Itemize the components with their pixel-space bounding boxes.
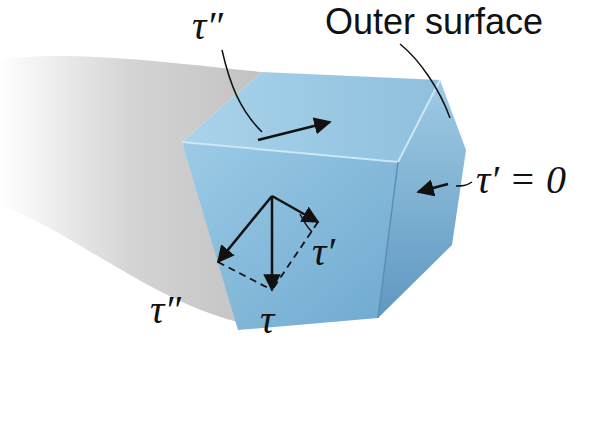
leader-line	[222, 50, 262, 132]
shear-arrow-tau	[271, 196, 274, 290]
stress-label: τ″	[150, 290, 181, 330]
shear-arrow-tau-double-prime	[218, 196, 272, 262]
block-edge	[182, 80, 440, 162]
dashed-construction	[218, 262, 272, 290]
shear-arrow-top	[258, 122, 330, 140]
surface-label: Outer surface	[325, 4, 543, 40]
shear-arrow-end	[418, 184, 448, 192]
block-edge	[378, 162, 398, 318]
block-front-face	[182, 142, 398, 330]
stress-label: τ′ = 0	[476, 160, 566, 200]
leader-line	[456, 182, 472, 186]
shear-arrow-tau-prime	[272, 196, 318, 222]
stress-label: τ′	[312, 232, 335, 272]
stress-label: τ	[260, 300, 274, 340]
leader-line	[300, 214, 312, 232]
leader-line	[400, 44, 450, 118]
dashed-construction	[272, 222, 318, 290]
stress-label: τ″	[192, 6, 223, 46]
